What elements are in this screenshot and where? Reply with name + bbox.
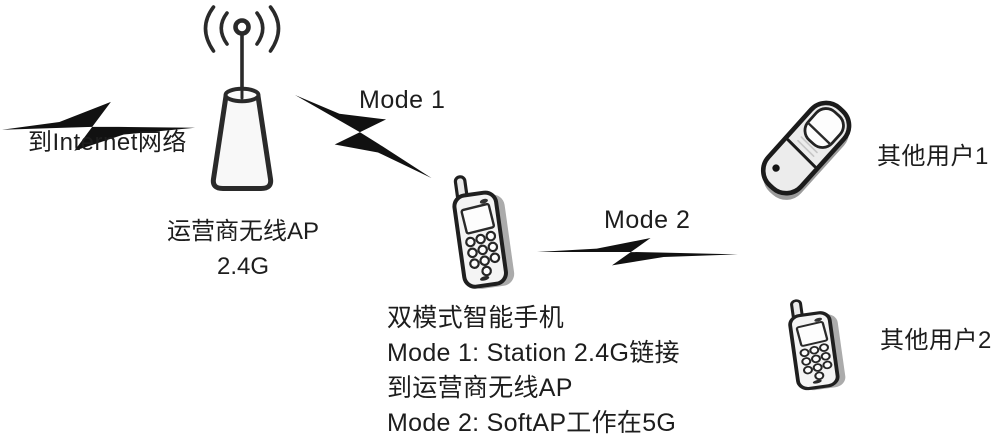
other-user1-label: 其他用户1: [877, 143, 989, 170]
internet-label: 到Internet网络: [28, 129, 187, 156]
caption-line: Mode 1: Station 2.4G链接: [387, 339, 680, 367]
other-user2-label: 其他用户2: [880, 327, 992, 354]
flip-phone-icon: [760, 100, 852, 200]
caption-line: Mode 2: SoftAP工作在5G: [387, 409, 677, 434]
lightning-bolt-icon: [536, 236, 739, 268]
antenna-tower-icon: [203, 5, 281, 191]
ap-band: 2.4G: [216, 253, 270, 280]
dual-mode-phone-caption: 双模式智能手机 Mode 1: Station 2.4G链接 到运营商无线AP …: [387, 301, 680, 434]
ap-label: 运营商无线AP 2.4G: [160, 214, 326, 284]
ap-name: 运营商无线AP: [166, 218, 319, 245]
mode1-label: Mode 1: [359, 86, 446, 114]
smartphone-icon: [448, 169, 518, 294]
caption-line: 到运营商无线AP: [387, 374, 573, 402]
mobile-phone-icon: [784, 293, 849, 395]
mode2-label: Mode 2: [604, 206, 691, 234]
caption-line: 双模式智能手机: [387, 304, 565, 332]
